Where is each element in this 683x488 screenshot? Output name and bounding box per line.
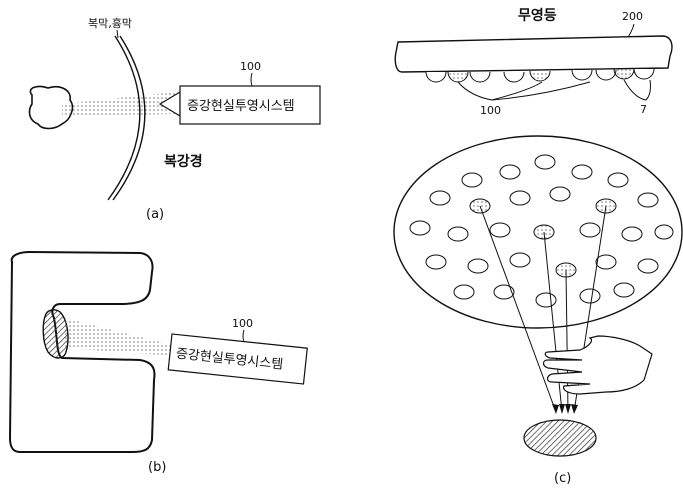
caption-a: (a) <box>146 207 164 222</box>
panel-b: 증강현실투영시스템 100 (b) <box>8 250 308 475</box>
panel-c: 무영등 200 100 7 <box>393 7 683 486</box>
lamp-bulbs <box>425 68 655 83</box>
lamp-cells <box>409 154 674 308</box>
lamp-ref-number: 200 <box>622 10 643 23</box>
ref-number-b: 100 <box>232 317 253 330</box>
ar-system-box-b <box>167 333 308 385</box>
projection-beam-b <box>64 318 176 356</box>
caption-c: (c) <box>554 471 571 486</box>
projection-target <box>523 419 597 457</box>
membrane-label: 복막,흉막 <box>88 16 132 30</box>
organ-b <box>42 309 69 359</box>
projection-beam-a <box>62 92 176 116</box>
hand-outline <box>542 335 653 395</box>
ref-number-a: 100 <box>240 60 261 73</box>
membrane-curve <box>107 35 141 201</box>
panel-a: 복막,흉막 증강현실투영시스템 100 복강경 (a) <box>28 16 321 222</box>
ar-system-box-a <box>179 85 321 125</box>
ar-system-label-a: 증강현실투영시스템 <box>187 99 295 114</box>
group-ref-number: 100 <box>480 104 501 117</box>
ray-arrowheads <box>552 404 578 414</box>
caption-b: (b) <box>148 460 166 475</box>
lamp-housing <box>394 35 673 73</box>
laparoscope-label: 복강경 <box>164 153 203 170</box>
unit-ref-number: 7 <box>640 103 647 116</box>
lamp-label: 무영등 <box>518 7 557 24</box>
